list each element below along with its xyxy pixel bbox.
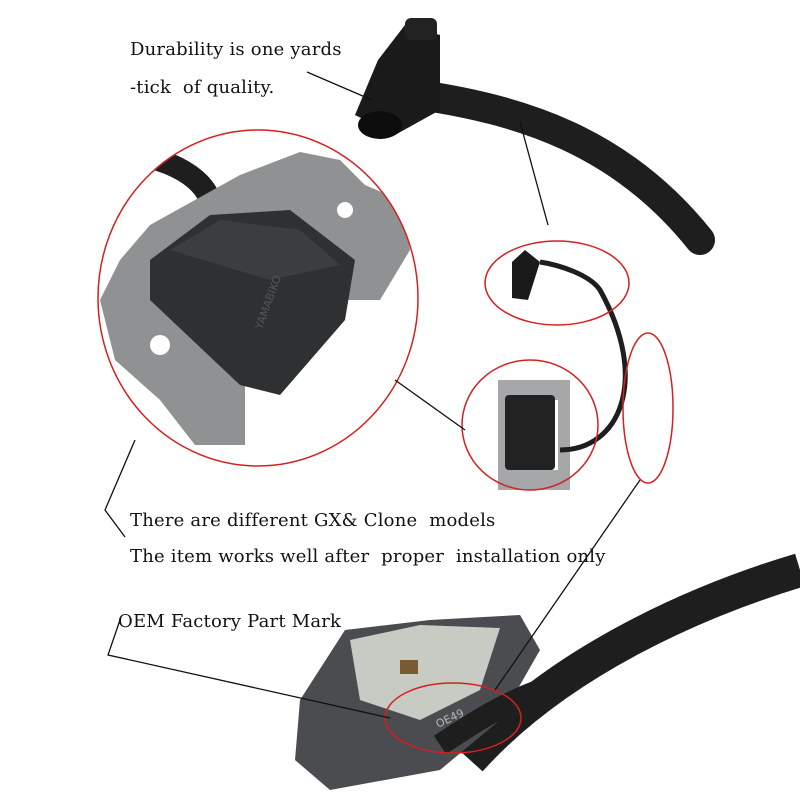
- spark-plug-cable-bottom: [457, 553, 800, 772]
- highlight-circles: [97, 129, 674, 754]
- coil-closeup: YAMABIKO: [98, 139, 410, 445]
- spark-plug-cable-top: [355, 18, 715, 255]
- coil-bottom-view: [295, 615, 540, 790]
- durability-caption-line2: -tick of quality.: [130, 77, 275, 98]
- boot-circle: [484, 240, 630, 326]
- oem-mark-caption: OEM Factory Part Mark: [118, 611, 342, 632]
- cable-circle: [622, 332, 674, 484]
- coil-small-view: [498, 250, 628, 490]
- leader-lines: [104, 71, 641, 719]
- installation-caption: The item works well after proper install…: [130, 546, 606, 567]
- durability-caption-line1: Durability is one yards: [130, 39, 342, 60]
- models-caption: There are different GX& Clone models: [130, 510, 496, 531]
- oem-mark-circle: [384, 682, 522, 754]
- closeup-circle: [97, 129, 419, 467]
- coil-circle: [461, 359, 599, 491]
